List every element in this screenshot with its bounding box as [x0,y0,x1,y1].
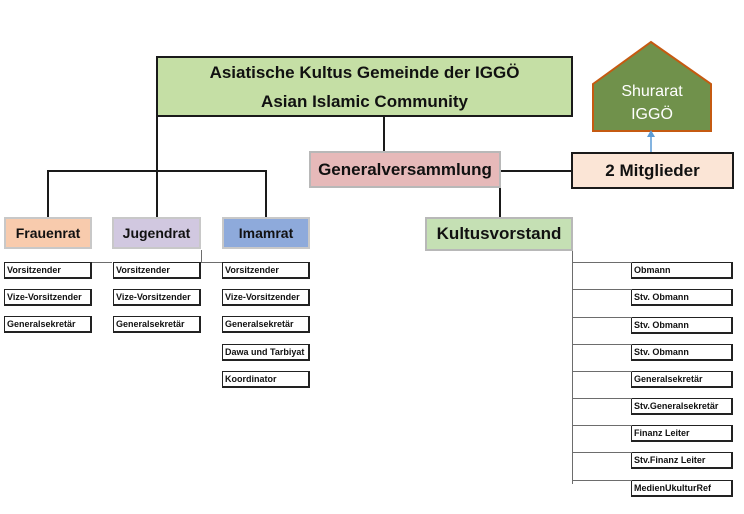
kultus-branch [572,344,632,345]
kultus-branch [572,452,632,453]
kultusvorstand-role: MedienUkulturRef [631,480,733,497]
connector-kultus-spine [572,250,573,484]
connector-bar-to-frauenrat [47,170,49,218]
kultusvorstand-role: Generalsekretär [631,371,733,388]
imamrat-role: Vize-Vorsitzender [222,289,310,306]
jugendrat-box: Jugendrat [112,217,201,249]
kultusvorstand-role: Stv. Obmann [631,289,733,306]
imamrat-role: Dawa und Tarbiyat [222,344,310,361]
shurarat-label-line1: Shurarat [621,83,683,100]
kultusvorstand-role: Stv.Generalsekretär [631,398,733,415]
kultus-branch [572,425,632,426]
kultus-branch [572,480,632,481]
kultusvorstand-role: Stv.Finanz Leiter [631,452,733,469]
kultus-branch [572,262,632,263]
connector-header-to-jugendrat [156,116,158,218]
connector-jugend-imam [201,262,222,263]
kultus-branch [572,398,632,399]
shurarat-label-line2: IGGÖ [631,106,673,123]
imamrat-role: Koordinator [222,371,310,388]
header-title-line1: Asiatische Kultus Gemeinde der IGGÖ [209,62,520,82]
kultusvorstand-role: Stv. Obmann [631,344,733,361]
kultusvorstand-role: Finanz Leiter [631,425,733,442]
mitglieder-box: 2 Mitglieder [571,152,734,189]
frauenrat-role: Generalsekretär [4,316,92,333]
imamrat-role: Generalsekretär [222,316,310,333]
jugendrat-role: Vorsitzender [113,262,201,279]
kultusvorstand-role: Stv. Obmann [631,317,733,334]
frauenrat-role: Vorsitzender [4,262,92,279]
header-title-line2: Asian Islamic Community [261,91,468,111]
connector-gv-to-kultusvorstand [499,187,501,218]
generalversammlung-box: Generalversammlung [309,151,501,188]
imamrat-role: Vorsitzender [222,262,310,279]
connector-header-to-gv [383,116,385,152]
shurarat-label: Shurarat IGGÖ [594,80,710,126]
kultusvorstand-role: Obmann [631,262,733,279]
connector-bar-to-imamrat [265,170,267,218]
kultus-branch [572,317,632,318]
shurarat-arrow-head [647,130,655,137]
connector-frauen-jugend [92,262,112,263]
connector-gv-to-mitglieder [500,170,572,172]
frauenrat-box: Frauenrat [4,217,92,249]
kultusvorstand-box: Kultusvorstand [425,217,573,251]
imamrat-box: Imamrat [222,217,310,249]
kultus-branch [572,289,632,290]
jugendrat-role: Generalsekretär [113,316,201,333]
shurarat-shape [592,40,712,132]
connector-imam-spine [201,250,202,263]
community-header: Asiatische Kultus Gemeinde der IGGÖ Asia… [156,56,573,117]
connector-committees-bar [47,170,266,172]
jugendrat-role: Vize-Vorsitzender [113,289,201,306]
kultus-branch [572,371,632,372]
frauenrat-role: Vize-Vorsitzender [4,289,92,306]
